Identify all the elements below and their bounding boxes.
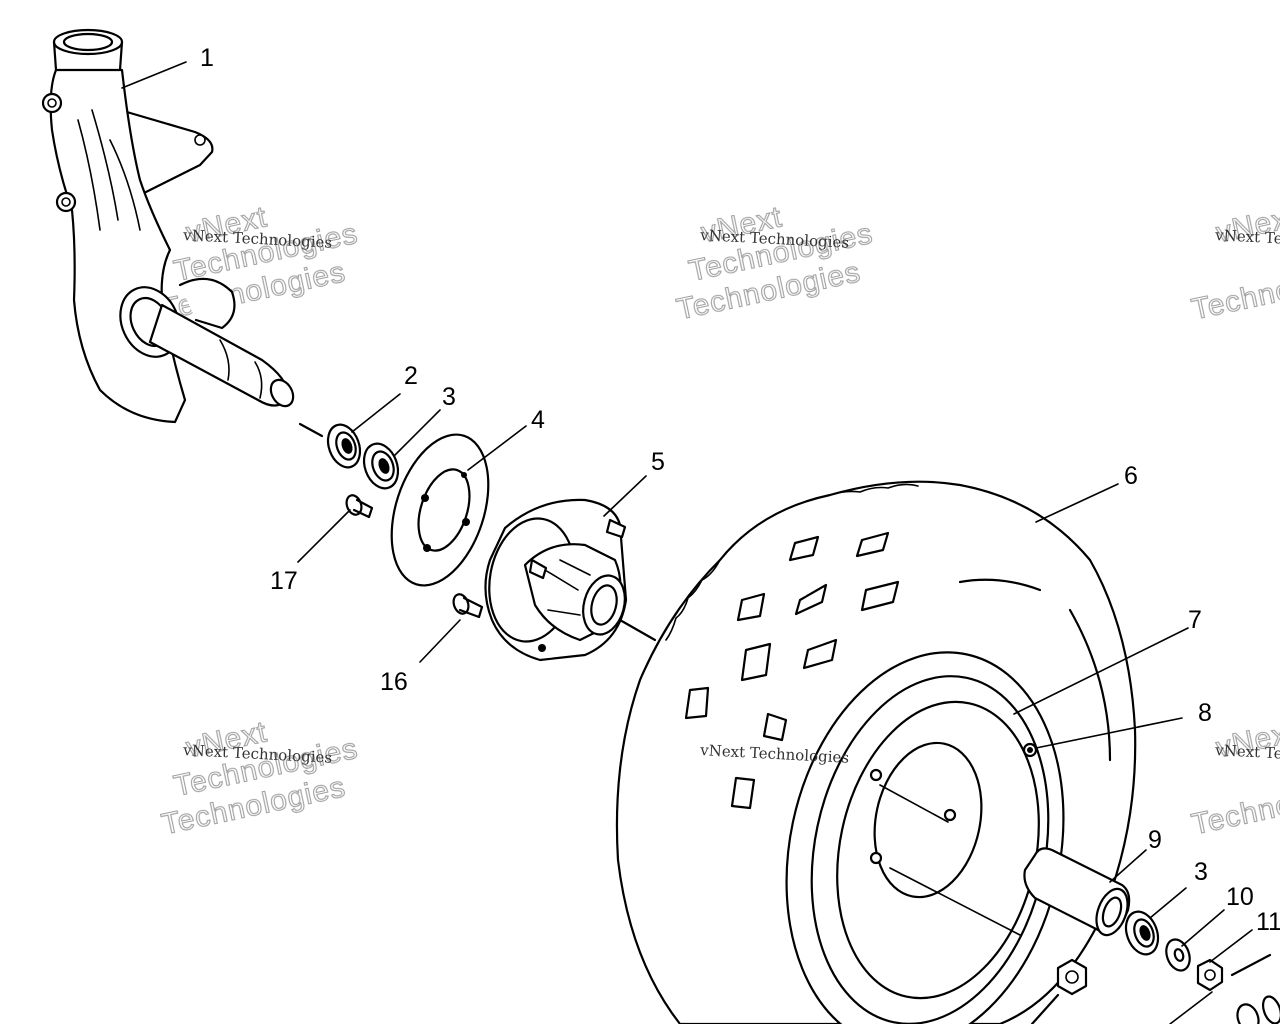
watermark: vNext Technologies Technologies bbox=[158, 715, 361, 842]
leader-8 bbox=[1035, 717, 1183, 749]
leader-6 bbox=[1035, 483, 1119, 523]
watermark: vNext Technologies bbox=[1188, 715, 1280, 842]
callout-1: 1 bbox=[200, 44, 214, 72]
callout-8: 8 bbox=[1198, 699, 1212, 727]
callout-6: 6 bbox=[1124, 462, 1138, 490]
part-nut bbox=[1196, 953, 1280, 1029]
part-washer bbox=[1165, 938, 1191, 972]
part-steering-knuckle bbox=[41, 28, 295, 424]
callout-5: 5 bbox=[651, 448, 665, 476]
callout-4: 4 bbox=[531, 406, 545, 434]
part-bolt-16 bbox=[452, 593, 484, 619]
leader-lines bbox=[121, 61, 1253, 1025]
leader-7 bbox=[1013, 627, 1189, 715]
watermark: vNext Technologies Technologies bbox=[673, 200, 876, 327]
leader-16 bbox=[419, 619, 461, 663]
part-bearing-outer bbox=[1124, 910, 1160, 956]
callout-7: 7 bbox=[1188, 606, 1202, 634]
part-hub bbox=[484, 498, 628, 662]
leader-17 bbox=[297, 509, 351, 563]
callout-10: 10 bbox=[1226, 883, 1254, 911]
leader-4 bbox=[467, 425, 527, 471]
callout-3-outer: 3 bbox=[1194, 858, 1208, 886]
watermark: vNext Technologies bbox=[1188, 200, 1280, 327]
part-bearing bbox=[362, 442, 400, 490]
watermark-line2: Technologies bbox=[1189, 255, 1280, 326]
leader-10 bbox=[1181, 909, 1225, 947]
part-tire bbox=[615, 480, 1137, 1029]
leader-1 bbox=[121, 61, 187, 89]
leader-5 bbox=[603, 475, 647, 517]
leader-11 bbox=[1209, 929, 1253, 963]
callout-11: 11 bbox=[1256, 908, 1280, 936]
leader-3 bbox=[393, 409, 441, 457]
part-brake-disc bbox=[390, 433, 490, 587]
callout-16: 16 bbox=[380, 668, 408, 696]
leader-9 bbox=[1109, 849, 1147, 883]
watermark-line2: Technologies bbox=[1189, 770, 1280, 841]
part-spacer bbox=[1023, 847, 1131, 937]
callout-9: 9 bbox=[1148, 826, 1162, 854]
callouts: 1 2 3 4 5 6 7 8 9 3 10 11 16 17 bbox=[200, 44, 1280, 936]
part-valve bbox=[1022, 742, 1038, 758]
part-bolt-17 bbox=[345, 494, 374, 519]
callout-3: 3 bbox=[442, 383, 456, 411]
callout-2: 2 bbox=[404, 362, 418, 390]
part-lug-nut bbox=[1030, 958, 1088, 1026]
part-seal bbox=[326, 423, 362, 469]
leader-11b bbox=[1169, 991, 1213, 1025]
callout-17: 17 bbox=[270, 567, 298, 595]
leader-3b bbox=[1149, 887, 1187, 919]
watermark: vNext Technologies Technologies bbox=[158, 200, 361, 327]
leader-2 bbox=[351, 393, 401, 433]
